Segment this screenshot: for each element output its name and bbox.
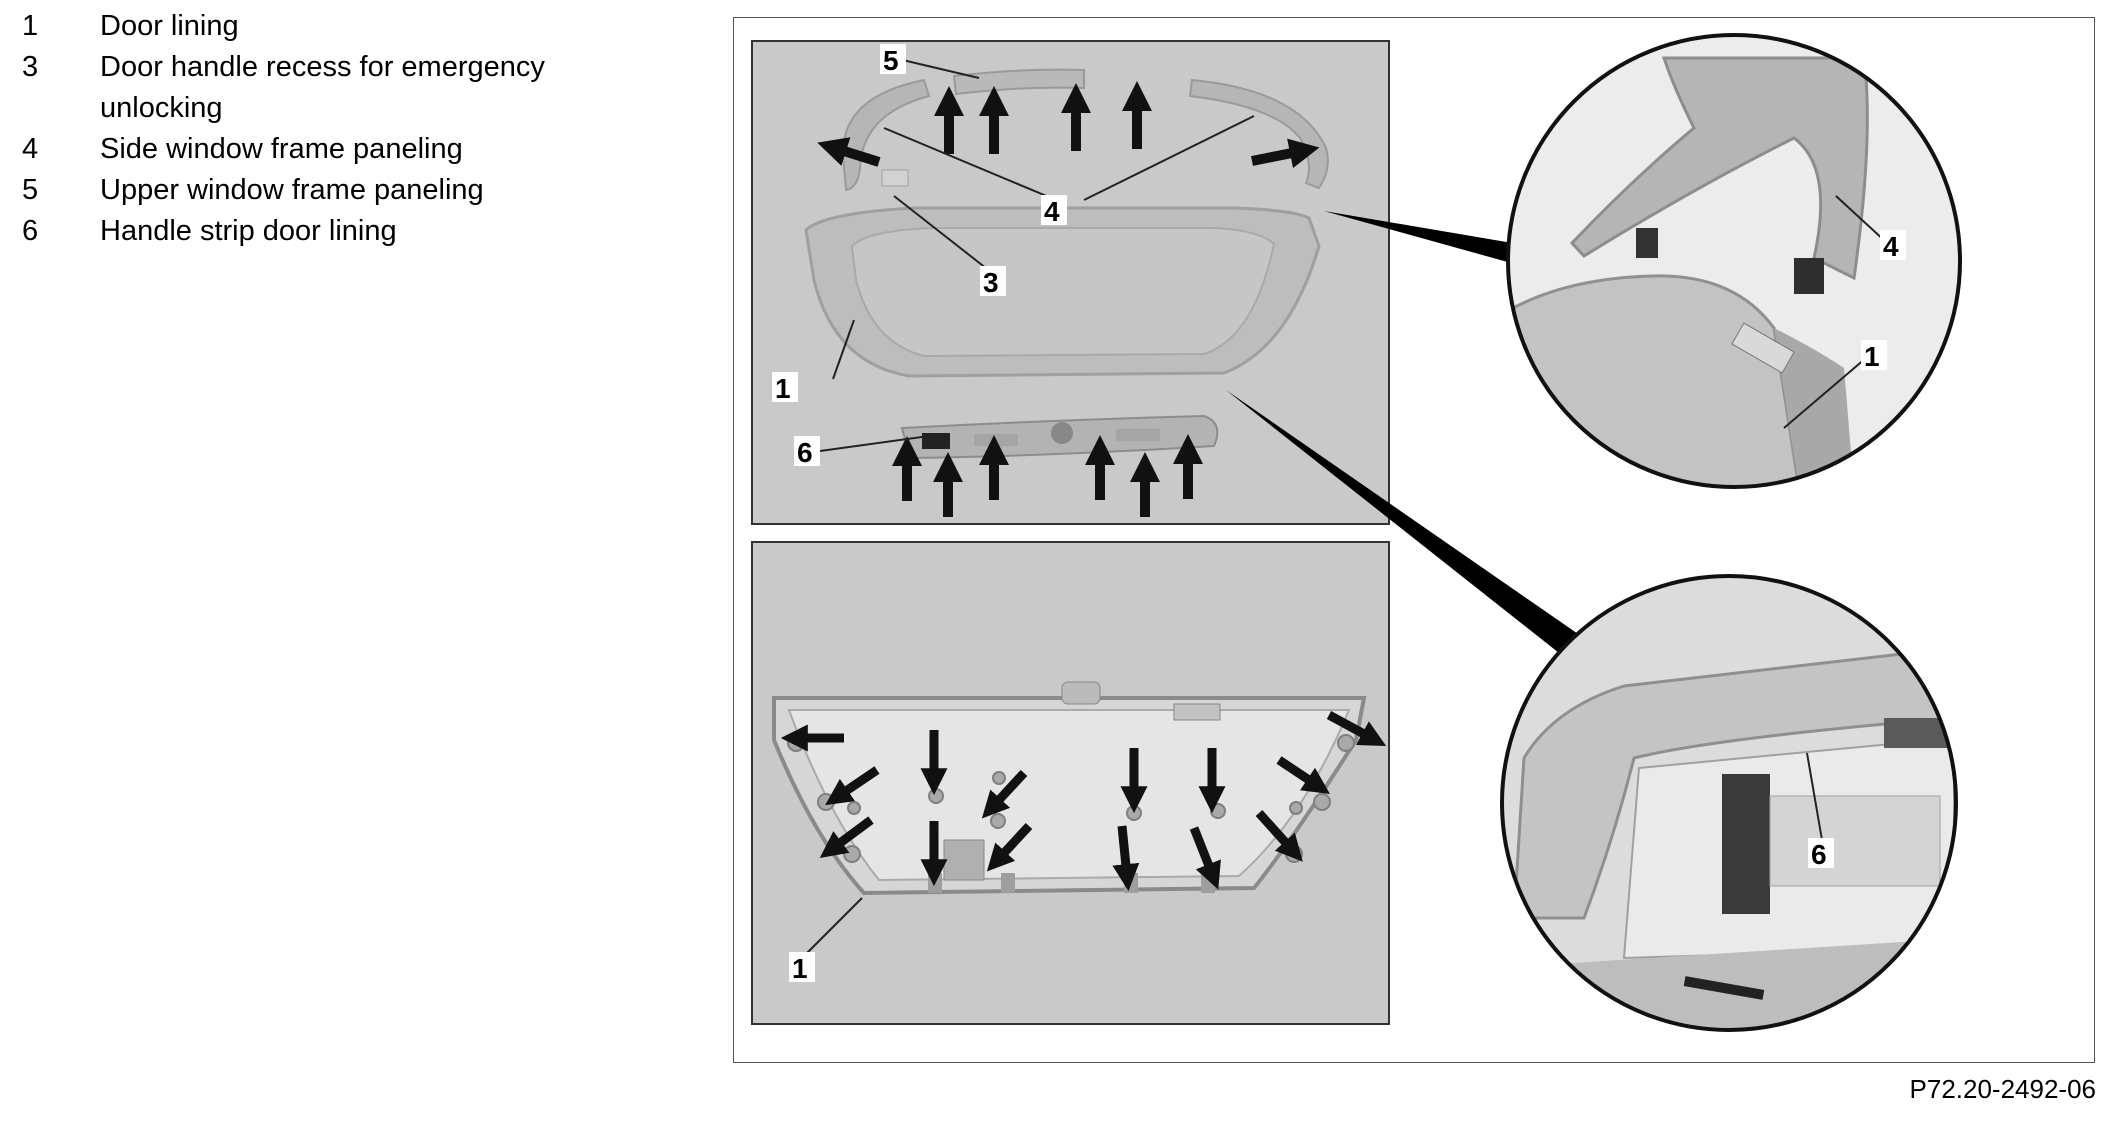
detail-connectors <box>1226 211 1594 664</box>
legend-label: Side window frame paneling <box>100 133 463 165</box>
legend-item: 3 Door handle recess for emergency unloc… <box>22 47 600 129</box>
figure-drawing: 5 4 3 1 6 <box>751 33 1962 1032</box>
parts-legend: 1 Door lining 3 Door handle recess for e… <box>22 6 600 252</box>
legend-item: 1 Door lining <box>22 6 600 47</box>
legend-number: 4 <box>22 133 39 165</box>
callout-4: 4 <box>1044 196 1060 227</box>
callout-1: 1 <box>775 373 791 404</box>
detail-circle-upper: 4 1 <box>1506 33 1962 489</box>
callout-1-bottom: 1 <box>792 953 808 984</box>
top-photo-panel: 5 4 3 1 6 <box>751 40 1390 525</box>
callout-6-detail: 6 <box>1811 839 1827 870</box>
legend-item: 6 Handle strip door lining <box>22 211 600 252</box>
legend-item: 4 Side window frame paneling <box>22 129 600 170</box>
detail-circle-lower: 6 <box>1500 574 1958 1032</box>
figure-code: P72.20-2492-06 <box>1909 1074 2096 1104</box>
legend-label: Door handle recess for emergency unlocki… <box>100 51 545 124</box>
callout-6: 6 <box>797 437 813 468</box>
legend-number: 3 <box>22 51 39 83</box>
legend-number: 1 <box>22 10 39 42</box>
callout-3: 3 <box>983 267 999 298</box>
legend-number: 5 <box>22 174 39 206</box>
legend-label: Handle strip door lining <box>100 215 397 247</box>
legend-label: Upper window frame paneling <box>100 174 484 206</box>
legend-number: 6 <box>22 215 39 247</box>
callout-4-detail: 4 <box>1883 231 1899 262</box>
exploded-view-figure: 5 4 3 1 6 <box>733 17 2095 1063</box>
legend-label: Door lining <box>100 10 239 42</box>
callout-5: 5 <box>883 45 899 76</box>
callout-1-detail: 1 <box>1864 341 1880 372</box>
bottom-photo-panel: 1 <box>751 541 1390 1025</box>
legend-item: 5 Upper window frame paneling <box>22 170 600 211</box>
